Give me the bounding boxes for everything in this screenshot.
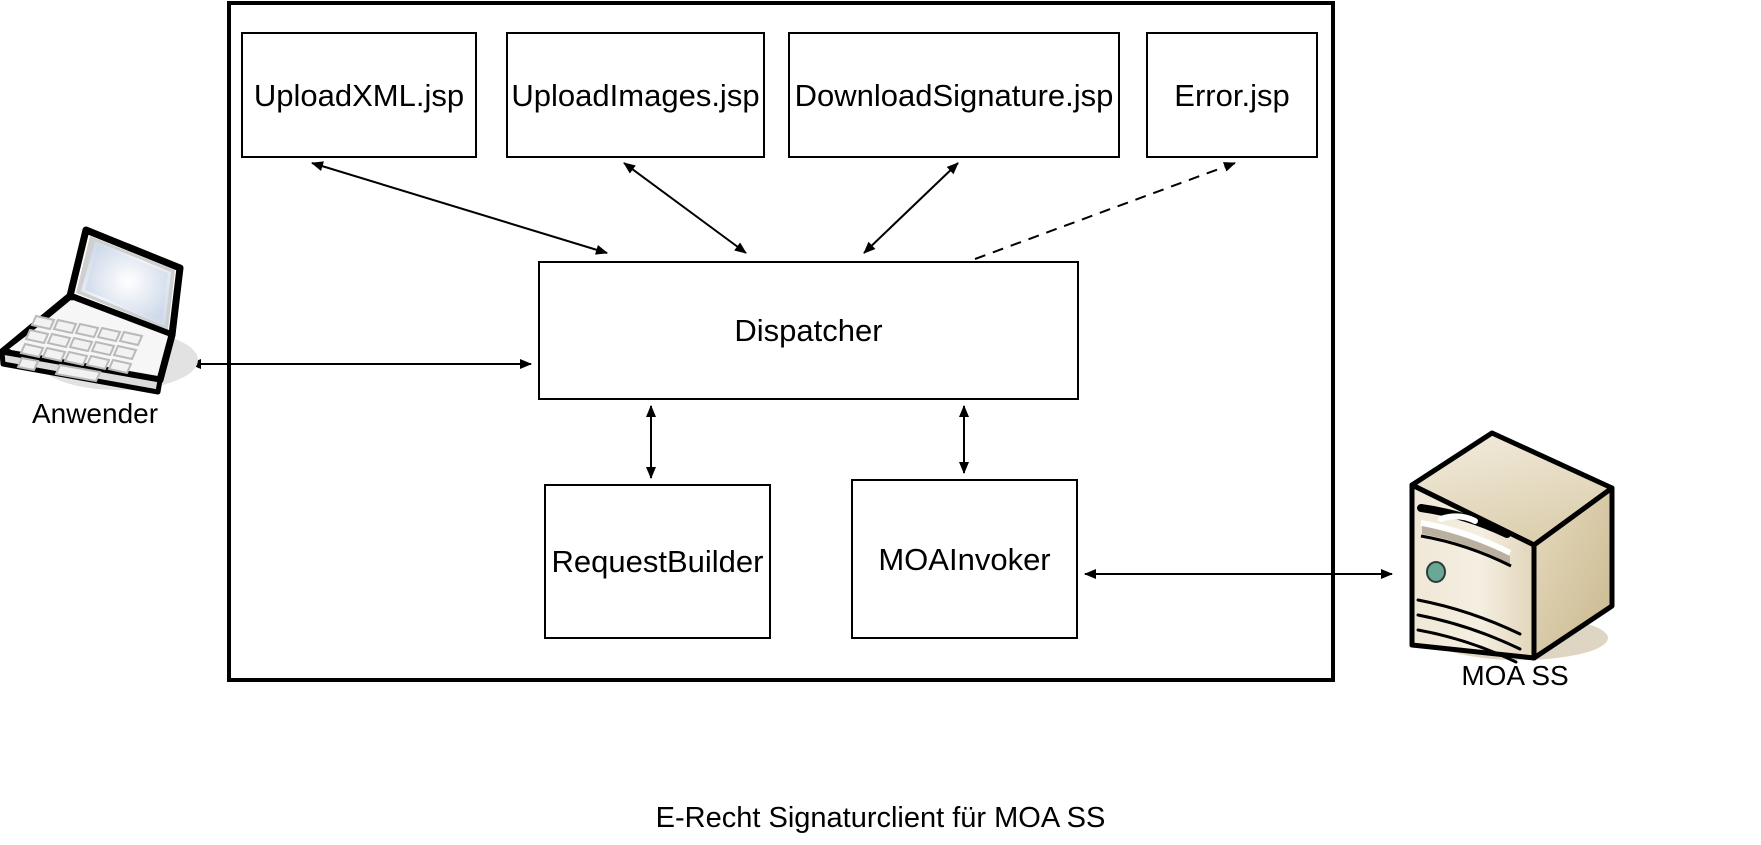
node-requestbuilder[interactable]: RequestBuilder [544,484,771,639]
laptop-icon [0,226,198,395]
node-moainvoker[interactable]: MOAInvoker [851,479,1078,639]
server-icon [1409,430,1615,664]
node-dispatcher-label: Dispatcher [734,313,883,348]
node-errorjsp[interactable]: Error.jsp [1146,32,1318,158]
edge-dispatcher-uploadxml [311,161,608,255]
node-dispatcher[interactable]: Dispatcher [538,261,1079,400]
diagram-caption: E-Recht Signaturclient für MOA SS [655,802,1106,834]
edge-dispatcher-errorjsp [974,162,1236,260]
node-requestbuilder-label: RequestBuilder [551,544,764,579]
node-downloadsignature[interactable]: DownloadSignature.jsp [788,32,1120,158]
moass-label: MOA SS [1461,660,1569,691]
node-uploadimages-label: UploadImages.jsp [511,77,760,113]
node-uploadimages[interactable]: UploadImages.jsp [506,32,765,158]
edge-dispatcher-downloadsignature [863,162,959,254]
node-uploadxml-label: UploadXML.jsp [253,77,465,113]
node-errorjsp-label: Error.jsp [1174,77,1290,113]
edge-dispatcher-uploadimages [623,162,747,254]
node-downloadsignature-label: DownloadSignature.jsp [794,77,1114,113]
anwender-label: Anwender [31,398,159,429]
system-boundary [227,1,1335,682]
node-uploadxml[interactable]: UploadXML.jsp [241,32,477,158]
node-moainvoker-label: MOAInvoker [878,541,1051,577]
